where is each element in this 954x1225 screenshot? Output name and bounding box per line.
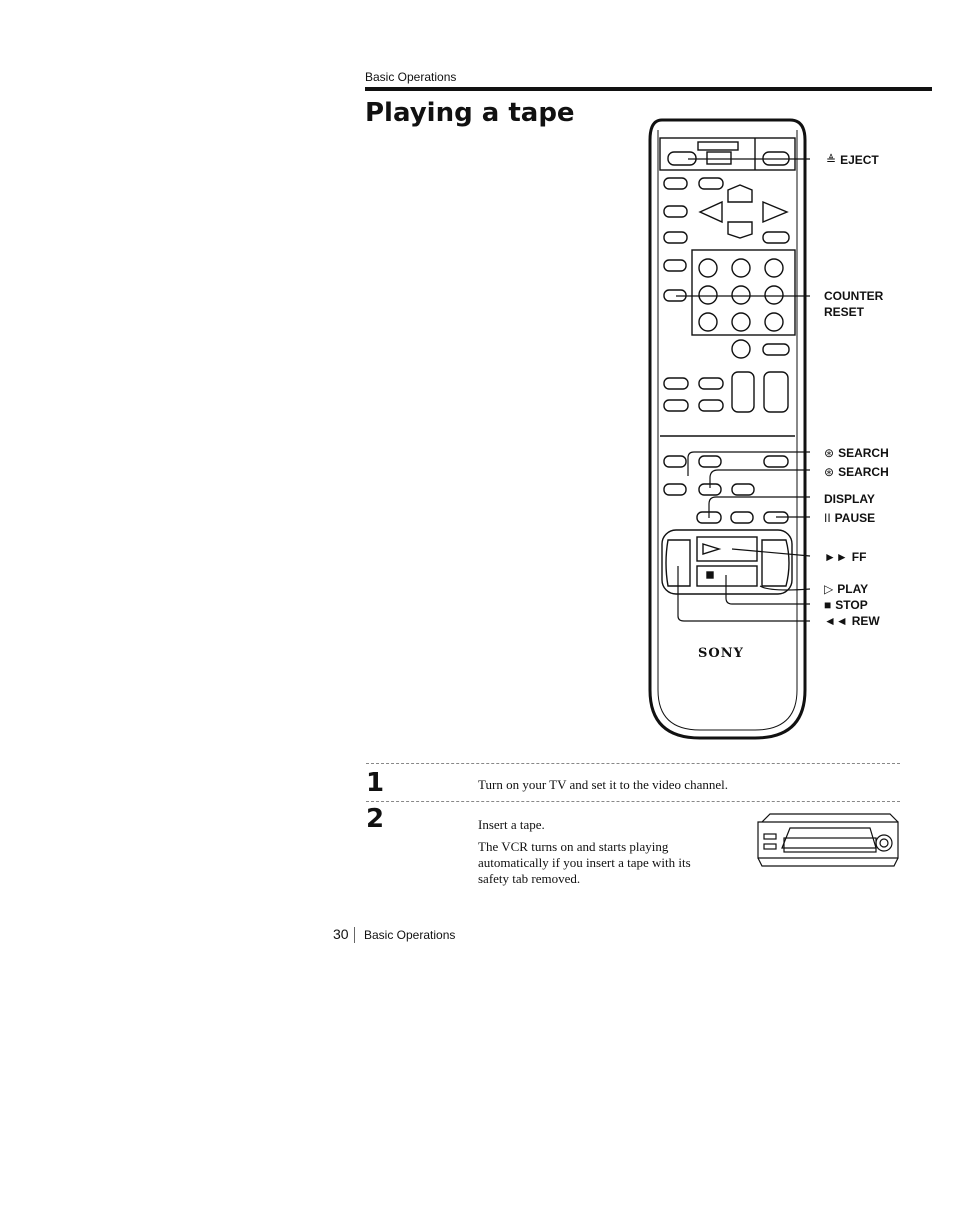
search-forward-icon: ⊛ [824,465,835,479]
footer-section-label: Basic Operations [364,928,456,942]
step-divider [366,801,900,802]
rewind-icon: ◄◄ [824,614,848,628]
footer-separator [354,927,355,943]
step-2-number: 2 [366,804,385,834]
remote-body [648,118,807,740]
callout-play: ▷PLAY [824,582,869,596]
step-2-text: automatically if you insert a tape with … [478,855,691,870]
fast-forward-icon: ►► [824,550,848,564]
search-rewind-icon: ⊛ [824,446,835,460]
callout-reset: RESET [824,305,865,319]
header-rule [365,87,932,91]
page-title: Playing a tape [365,98,575,128]
callout-eject: ≜EJECT [826,153,879,167]
step-1-number: 1 [366,768,385,798]
step-divider [366,763,900,764]
step-2-text: The VCR turns on and starts playing [478,839,669,854]
callout-search-rewind: ⊛SEARCH [824,446,889,460]
eject-icon: ≜ [826,153,837,167]
section-label: Basic Operations [365,70,457,84]
callout-display: DISPLAY [824,492,875,506]
stop-icon: ■ [824,598,832,612]
callout-counter: COUNTER [824,289,884,303]
step-2-text: safety tab removed. [478,871,581,886]
callout-stop: ■STOP [824,598,868,612]
play-icon: ▷ [824,582,834,596]
step-2-text: Insert a tape. [478,817,545,832]
pause-icon: II [824,511,831,525]
step-1-text: Turn on your TV and set it to the video … [478,777,728,792]
callout-search-forward: ⊛SEARCH [824,465,889,479]
callout-rew: ◄◄REW [824,614,880,628]
remote-brand: SONY [698,646,744,661]
callout-ff: ►►FF [824,550,867,564]
page-number: 30 [333,926,349,942]
